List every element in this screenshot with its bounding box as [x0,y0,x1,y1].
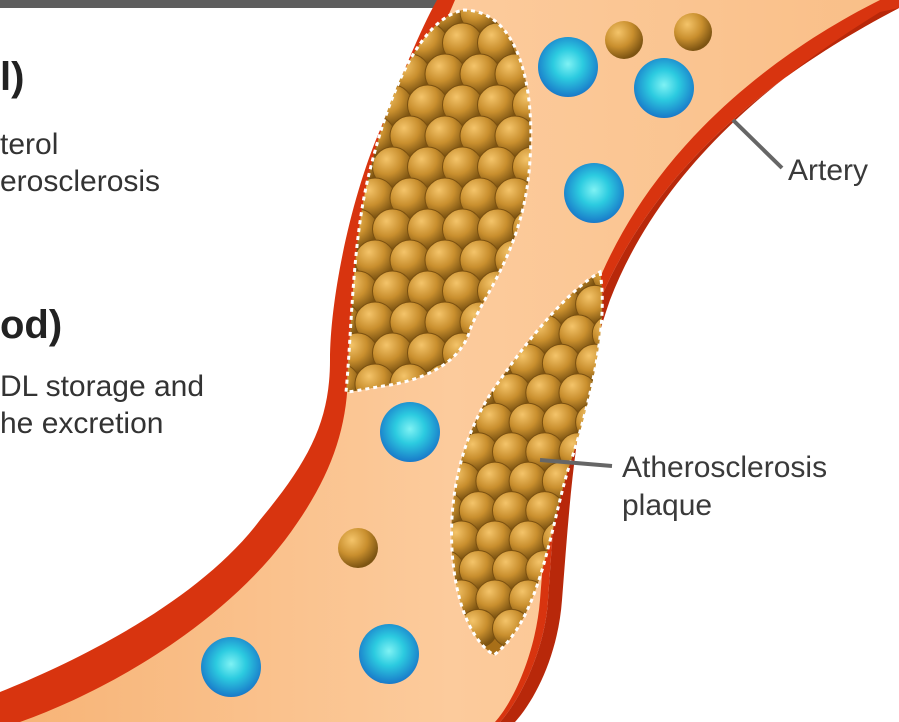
plaque-label-line-1: Atherosclerosis [622,450,827,486]
cholesterol-particle-icon [355,54,395,94]
cholesterol-particle-icon [592,551,630,589]
cholesterol-particle-icon [576,521,614,559]
left-line-4: he excretion [0,407,163,441]
cholesterol-particle-icon [576,580,614,618]
cholesterol-particle-icon [605,21,643,59]
cholesterol-particle-icon [338,85,378,125]
cholesterol-particle-icon [355,0,395,32]
left-heading-1: l) [0,55,24,99]
cholesterol-particle-icon [592,609,630,647]
cholesterol-particle-icon [320,116,360,156]
cholesterol-particle-icon [320,54,360,94]
left-line-1: terol [0,128,58,162]
cholesterol-particle-icon [674,13,712,51]
left-line-3: DL storage and [0,370,204,404]
artery-leader-line [733,120,782,168]
left-line-2: erosclerosis [0,165,160,199]
left-heading-2: od) [0,303,62,347]
blood-cell-icon [359,624,419,684]
blood-cell-icon [201,637,261,697]
cholesterol-particle-icon [373,23,413,63]
cholesterol-particle-icon [338,528,378,568]
cholesterol-particle-icon [576,462,614,500]
cholesterol-particle-icon [320,0,360,32]
blood-cell-icon [564,163,624,223]
plaque-label-line-2: plaque [622,488,712,524]
artery-label: Artery [788,153,868,189]
blood-cell-icon [380,402,440,462]
cholesterol-particle-icon [592,374,630,412]
blood-cell-icon [634,58,694,118]
cholesterol-particle-icon [559,609,597,647]
blood-cell-icon [538,37,598,97]
cholesterol-particle-icon [338,23,378,63]
